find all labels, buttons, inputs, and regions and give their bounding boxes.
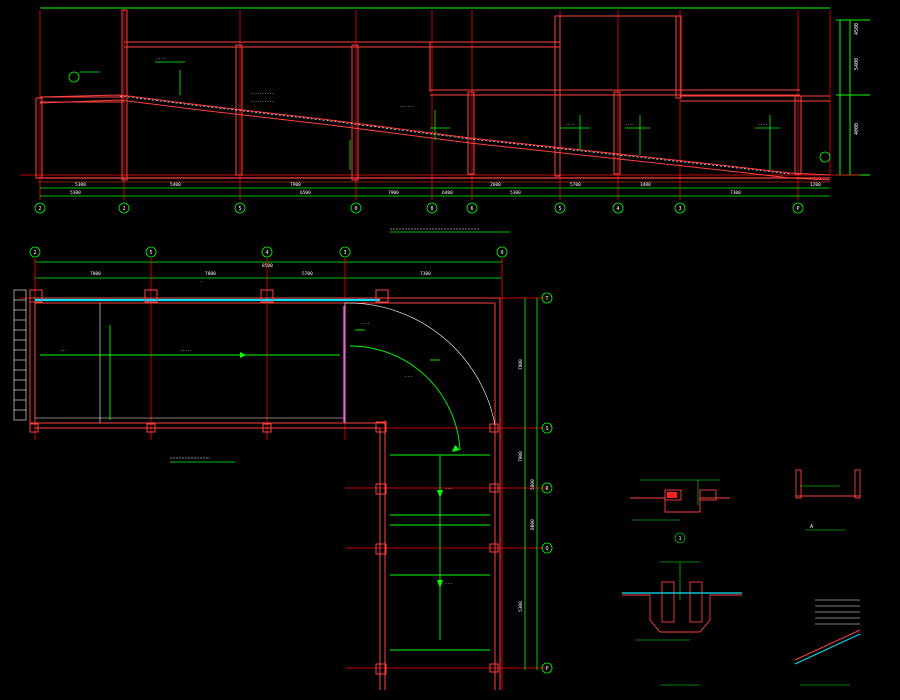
- section-right-dim-3: 4000: [854, 123, 860, 135]
- section-axis-10: P: [796, 206, 799, 212]
- svg-text:---: ---: [445, 581, 452, 586]
- svg-text:---: ---: [445, 486, 452, 491]
- detail-1: 1: [630, 479, 730, 544]
- section-dim-7: 5300: [510, 190, 521, 196]
- plan-right-axis-5: P: [545, 666, 548, 672]
- svg-text:---: ---: [405, 374, 412, 379]
- section-dim-11: 6500: [300, 190, 311, 196]
- section-dim-1: 5300: [75, 182, 86, 188]
- section-dim-5: 6400: [442, 190, 453, 196]
- plan-right-axis-4: Q: [545, 546, 548, 552]
- svg-text:----------: ----------: [250, 99, 274, 104]
- section-dim-2: 5400: [170, 182, 181, 188]
- svg-text:-: -: [200, 279, 202, 284]
- section-dim-9: 3400: [640, 182, 651, 188]
- section-axis-4: 0: [354, 206, 357, 212]
- detail-section-aa: A: [795, 469, 861, 531]
- plan-top-dim-5: 7300: [420, 271, 431, 277]
- svg-text:------: ------: [400, 104, 414, 109]
- section-dim-10: 5300: [70, 190, 81, 196]
- detail-slope-layers: [794, 599, 861, 686]
- plan-right-axis-3: R: [545, 486, 549, 492]
- plan-right-dim-3: 5800: [530, 479, 536, 490]
- plan-top-axis-1: 2: [33, 250, 36, 256]
- plan-top-dim-2: 7800: [205, 271, 216, 277]
- section-dim-8: 5700: [570, 182, 581, 188]
- detail-drain: [622, 561, 742, 686]
- section-axis-9: 3: [678, 206, 681, 212]
- section-dim-6: 2600: [490, 182, 501, 188]
- ramp-plan: 2 5 4 3 0 7800 7800 8500 5700 7300: [13, 246, 553, 690]
- section-axis-1: 2: [38, 206, 41, 212]
- plan-top-axis-4: 3: [343, 250, 346, 256]
- plan-top-axis-5: 0: [500, 250, 503, 256]
- section-axis-3: 5: [238, 206, 241, 212]
- plan-right-axis-1: T: [545, 296, 548, 302]
- section-axis-5: 8: [430, 206, 433, 212]
- svg-text:----: ----: [758, 122, 768, 127]
- svg-text:----: ----: [565, 122, 575, 127]
- plan-top-dim-4: 5700: [302, 271, 313, 277]
- svg-text:----: ----: [625, 122, 635, 127]
- plan-top-dim-1: 7800: [90, 271, 101, 277]
- section-axis-6: 6: [470, 206, 473, 212]
- detail-1-number: 1: [678, 536, 681, 542]
- section-right-dim-2: 5400: [854, 58, 860, 70]
- plan-right-axis-2: S: [545, 426, 548, 432]
- section-right-dim-1: 4500: [854, 23, 860, 35]
- svg-text:---: ---: [60, 348, 67, 353]
- section-dim-13: 1200: [810, 182, 821, 188]
- svg-text:----: ----: [360, 321, 370, 326]
- ramp-section: 4500 5400 4000: [20, 7, 870, 233]
- section-axis-8: 4: [616, 206, 619, 212]
- detail-a-label: A: [810, 524, 813, 530]
- section-dim-3: 7900: [290, 182, 301, 188]
- section-dim-12: 7300: [730, 190, 741, 196]
- svg-text:-----: -----: [180, 348, 192, 353]
- section-dim-4: 7900: [388, 190, 399, 196]
- plan-top-dim-3: 8500: [262, 263, 273, 269]
- svg-text:----------: ----------: [250, 91, 274, 96]
- plan-right-dim-1: 7800: [518, 359, 524, 370]
- plan-top-axis-3: 4: [265, 250, 268, 256]
- plan-right-dim-4: 8000: [530, 519, 536, 530]
- section-axis-2: 2: [122, 206, 125, 212]
- plan-top-axis-2: 5: [149, 250, 152, 256]
- detail-1-marker: [674, 532, 686, 544]
- section-axis-7: 5: [558, 206, 561, 212]
- plan-right-dim-2: 7900: [518, 451, 524, 462]
- svg-text:----: ----: [156, 56, 166, 61]
- plan-right-dim-5: 5300: [518, 601, 524, 612]
